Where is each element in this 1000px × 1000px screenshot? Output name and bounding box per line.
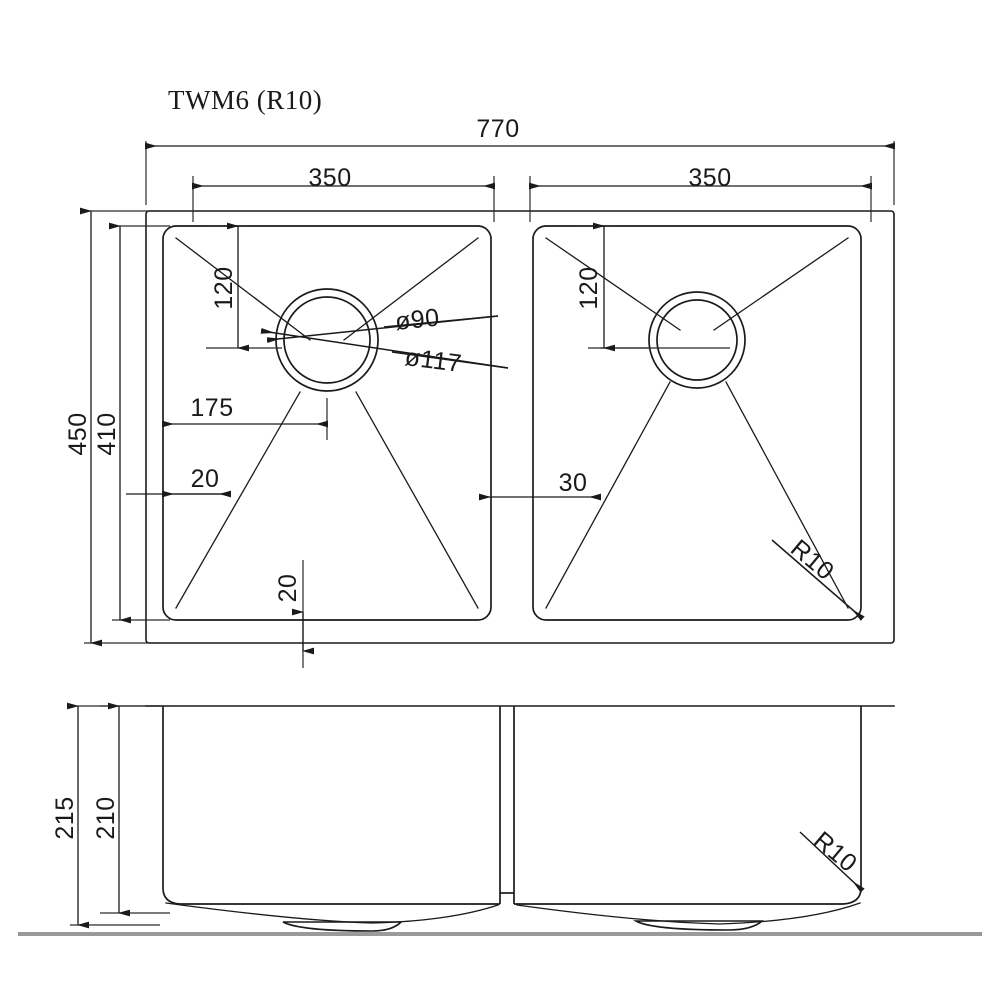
dimension-30-divider bbox=[479, 470, 601, 516]
dimension-120-right bbox=[575, 222, 650, 352]
dimension-350-right bbox=[529, 176, 872, 222]
leader-diameter-90 bbox=[266, 315, 499, 343]
plan-right-bowl bbox=[532, 225, 862, 621]
leader-diameter-117 bbox=[260, 327, 509, 369]
dimension-770 bbox=[145, 141, 895, 205]
dimension-410 bbox=[109, 222, 170, 624]
elevation-body bbox=[18, 705, 982, 936]
dimension-175 bbox=[162, 398, 328, 440]
dimension-350-left bbox=[192, 176, 495, 222]
dimension-215 bbox=[67, 702, 160, 929]
dimension-120-left bbox=[206, 222, 282, 352]
leader-r10-elevation bbox=[799, 831, 865, 893]
leader-r10-plan bbox=[771, 539, 865, 621]
dimension-20-left bbox=[126, 470, 231, 516]
dimension-450 bbox=[80, 207, 160, 647]
plan-outer-rim bbox=[145, 210, 895, 644]
dimension-210 bbox=[100, 702, 170, 917]
